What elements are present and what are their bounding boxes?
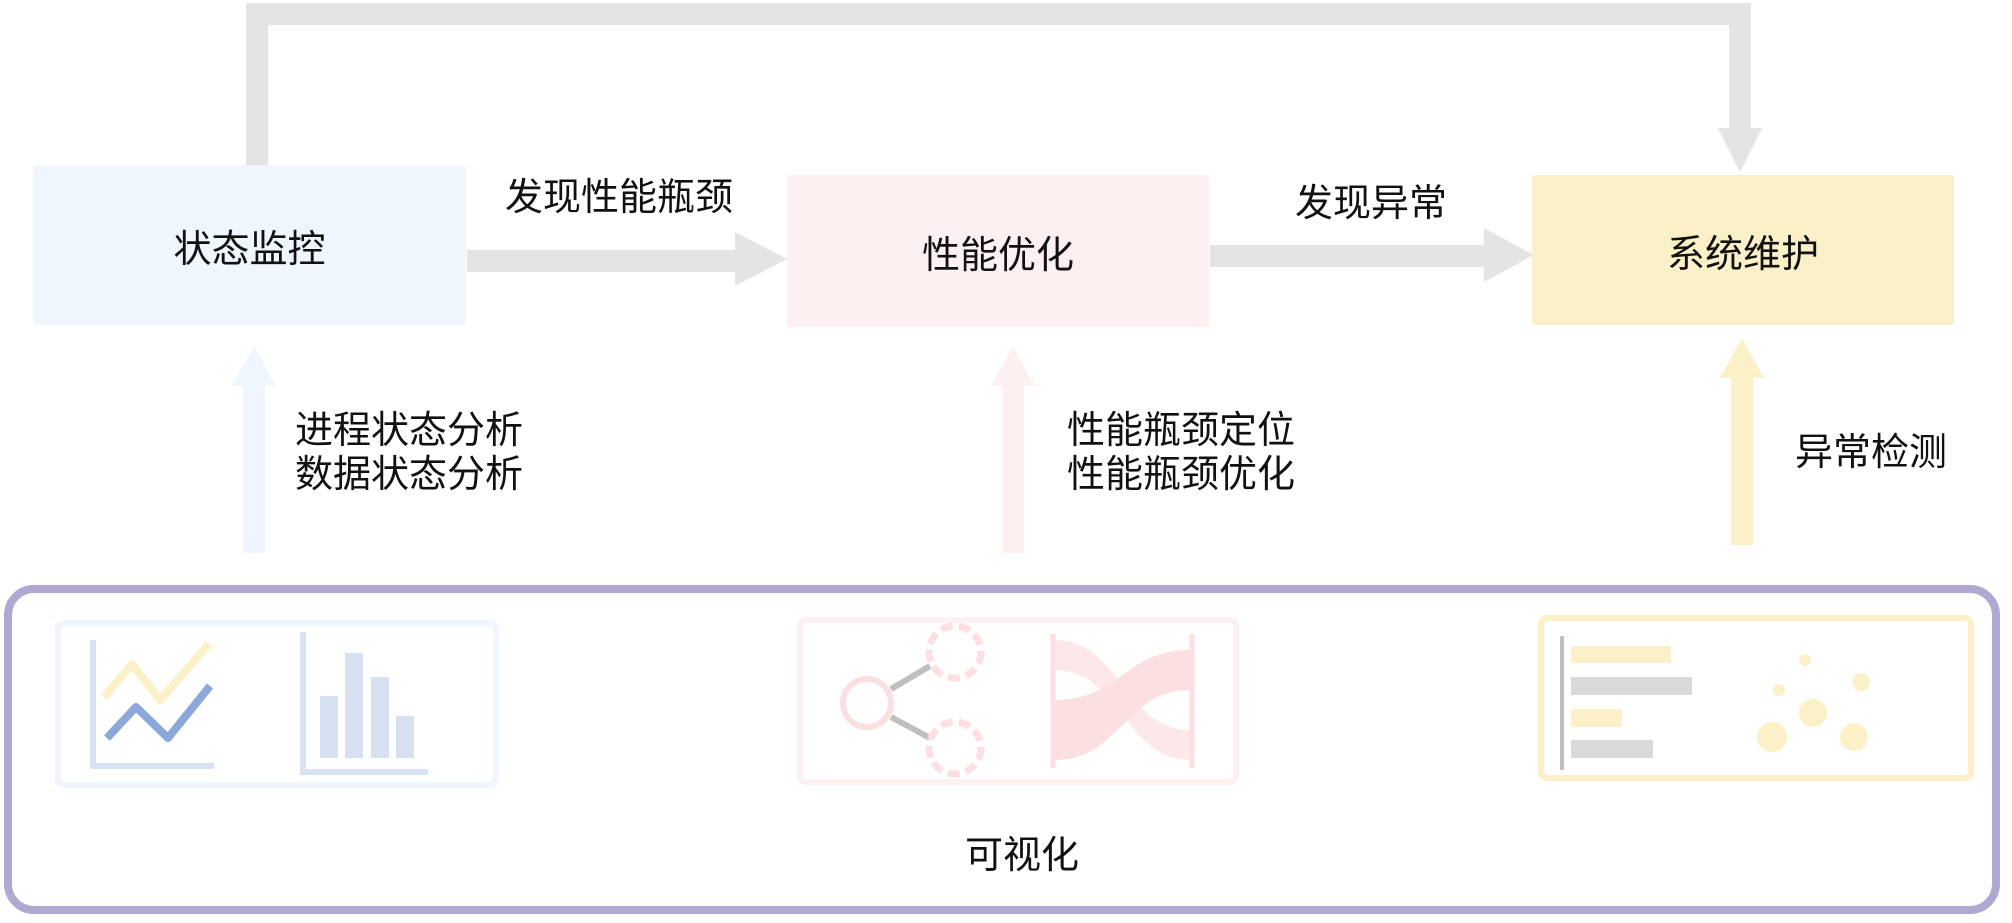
hbar-chart-bar-icon [1571,709,1622,727]
input-label-data-state-analysis: 数据状态分析 [295,452,524,496]
thumbnail-yellow-frame [1538,615,1974,781]
up-arrow-yellow-shaft [1731,370,1753,545]
graph-node-icon [840,676,894,730]
up-arrow-blue-shaft [243,378,265,553]
sankey-flow-icon [1055,650,1190,760]
arrow-optimize-to-maintain-head [1484,228,1534,282]
thumbnail-pink-charts [797,617,1239,785]
node-system-maintenance-label: 系统维护 [1666,231,1819,276]
thumbnail-blue-frame [55,620,499,788]
bubble-icon [1799,654,1811,666]
bar-chart-bar-icon [320,696,338,758]
feedback-loop-arrowhead [1718,128,1762,172]
graph-edge-icon [889,714,932,741]
node-state-monitoring-label: 状态监控 [173,226,326,271]
input-label-anomaly-detection: 异常检测 [1795,430,1948,474]
node-state-monitoring: 状态监控 [33,165,466,325]
bubble-icon [1757,722,1787,752]
up-arrow-yellow-head [1720,338,1764,378]
graph-node-dashed-icon [925,622,985,682]
up-arrow-blue-head [232,346,276,386]
edge-label-find-bottleneck: 发现性能瓶颈 [505,175,734,219]
thumbnail-yellow-charts [1538,615,1974,781]
bubble-icon [1799,699,1827,727]
graph-edge-icon [889,663,932,692]
arrow-monitor-to-optimize-shaft [467,250,737,272]
node-performance-optimization-label: 性能优化 [921,232,1074,277]
up-arrow-pink-head [991,346,1035,386]
input-label-group-optimization: 性能瓶颈定位 性能瓶颈优化 [1067,408,1295,496]
visualization-label: 可视化 [965,833,1080,877]
node-performance-optimization: 性能优化 [787,175,1209,327]
arrow-monitor-to-optimize-head [735,232,787,286]
edge-label-find-anomaly: 发现异常 [1295,181,1448,225]
hbar-chart-bar-icon [1571,646,1671,663]
node-system-maintenance: 系统维护 [1532,175,1954,325]
bar-chart-bar-icon [396,716,414,758]
visualization-container [4,585,2000,914]
feedback-loop-arrow [246,3,1751,165]
hbar-chart-bar-icon [1571,677,1692,695]
thumbnail-pink-frame [797,617,1239,785]
bubble-icon [1840,723,1868,751]
input-label-bottleneck-location: 性能瓶颈定位 [1067,408,1296,452]
input-label-bottleneck-optimization: 性能瓶颈优化 [1067,452,1296,496]
up-arrow-pink-shaft [1002,378,1024,553]
thumbnail-blue-charts [55,620,499,788]
bar-chart-bar-icon [345,653,363,758]
line-chart-series-yellow-icon [100,641,213,704]
line-chart-series-blue-icon [104,683,214,742]
input-label-group-monitoring: 进程状态分析 数据状态分析 [295,408,523,496]
hbar-chart-bar-icon [1571,740,1653,758]
bubble-icon [1773,684,1785,696]
bar-chart-bar-icon [371,677,389,758]
graph-node-dashed-icon [925,718,985,778]
bubble-icon [1852,673,1870,691]
input-label-process-state-analysis: 进程状态分析 [295,408,524,452]
arrow-optimize-to-maintain-shaft [1210,245,1490,267]
